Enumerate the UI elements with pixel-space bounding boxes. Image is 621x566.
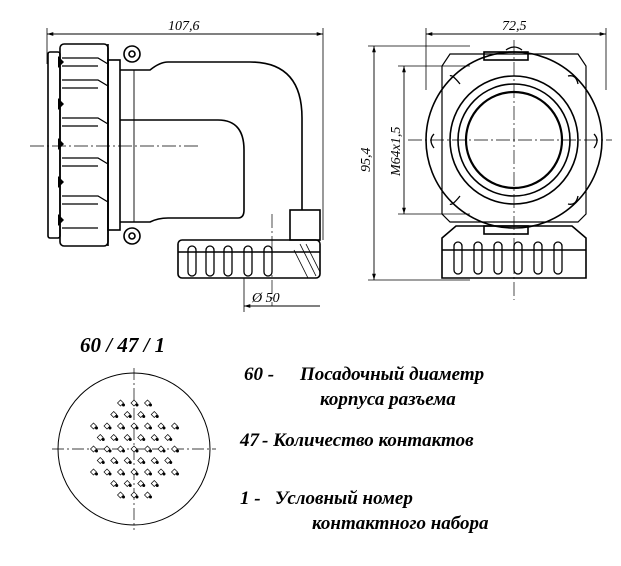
legend-number-2: 47 [240, 430, 259, 451]
contact-21 [137, 411, 146, 418]
screw-bottom-icon [123, 227, 141, 245]
legend-text-1a: Посадочный диаметр [300, 364, 485, 385]
contact-11 [150, 434, 159, 441]
dim-width-label: 72,5 [502, 19, 527, 34]
contact-31 [164, 457, 173, 464]
contact-41 [171, 422, 179, 430]
contact-13 [150, 457, 159, 464]
contact-17 [144, 468, 152, 476]
dim-thread-label: М64х1,5 [389, 127, 404, 177]
contacts-group [90, 399, 179, 499]
contact-24 [103, 422, 112, 430]
contact-37 [171, 445, 179, 453]
contact-19 [157, 445, 166, 453]
screw-top-icon [123, 45, 141, 63]
contact-22 [123, 480, 132, 487]
contact-14 [117, 422, 125, 430]
contact-1 [130, 445, 139, 453]
contact-10 [110, 434, 119, 441]
contact-38 [130, 399, 139, 407]
contact-36 [90, 445, 98, 453]
contact-30 [96, 457, 105, 464]
contact-20 [123, 411, 132, 418]
legend-number-1: 60 - [244, 364, 275, 385]
contact-8 [130, 422, 139, 430]
contact-6 [117, 445, 125, 453]
contact-27 [157, 468, 166, 476]
dim-height-label: 95,4 [359, 148, 374, 173]
contact-28 [96, 434, 105, 441]
contact-26 [103, 468, 112, 476]
front-view [368, 28, 612, 300]
contact-40 [90, 422, 98, 430]
legend-text-2a: - Количество контактов [262, 430, 474, 451]
contact-16 [117, 468, 125, 476]
contact-23 [137, 480, 146, 487]
contact-3 [137, 434, 146, 441]
contact-39 [130, 491, 139, 499]
side-view [30, 28, 324, 312]
designation-code: 60 / 47 / 1 [80, 333, 166, 357]
contact-2 [123, 434, 132, 441]
legend-text-3b: контактного набора [312, 513, 489, 534]
legend-text-1b: корпуса разъема [320, 389, 456, 410]
contact-44 [117, 399, 125, 407]
contact-42 [90, 468, 98, 476]
dim-diameter-label: Ø 50 [251, 291, 280, 306]
contact-43 [171, 468, 179, 476]
contact-46 [117, 491, 125, 499]
contact-45 [144, 399, 152, 407]
contact-35 [150, 480, 159, 487]
contact-4 [123, 457, 132, 464]
contact-12 [110, 457, 119, 464]
contact-layout [52, 368, 216, 530]
contact-47 [144, 491, 152, 499]
contact-7 [144, 445, 152, 453]
contact-25 [157, 422, 166, 430]
legend-text-3a: Условный номер [275, 488, 413, 509]
contact-32 [110, 411, 119, 418]
contact-34 [110, 480, 119, 487]
contact-9 [130, 468, 139, 476]
contact-5 [137, 457, 146, 464]
contact-18 [103, 445, 112, 453]
contact-33 [150, 411, 159, 418]
legend-number-3: 1 - [240, 488, 261, 509]
dim-length-label: 107,6 [168, 19, 200, 34]
contact-29 [164, 434, 173, 441]
contact-15 [144, 422, 152, 430]
